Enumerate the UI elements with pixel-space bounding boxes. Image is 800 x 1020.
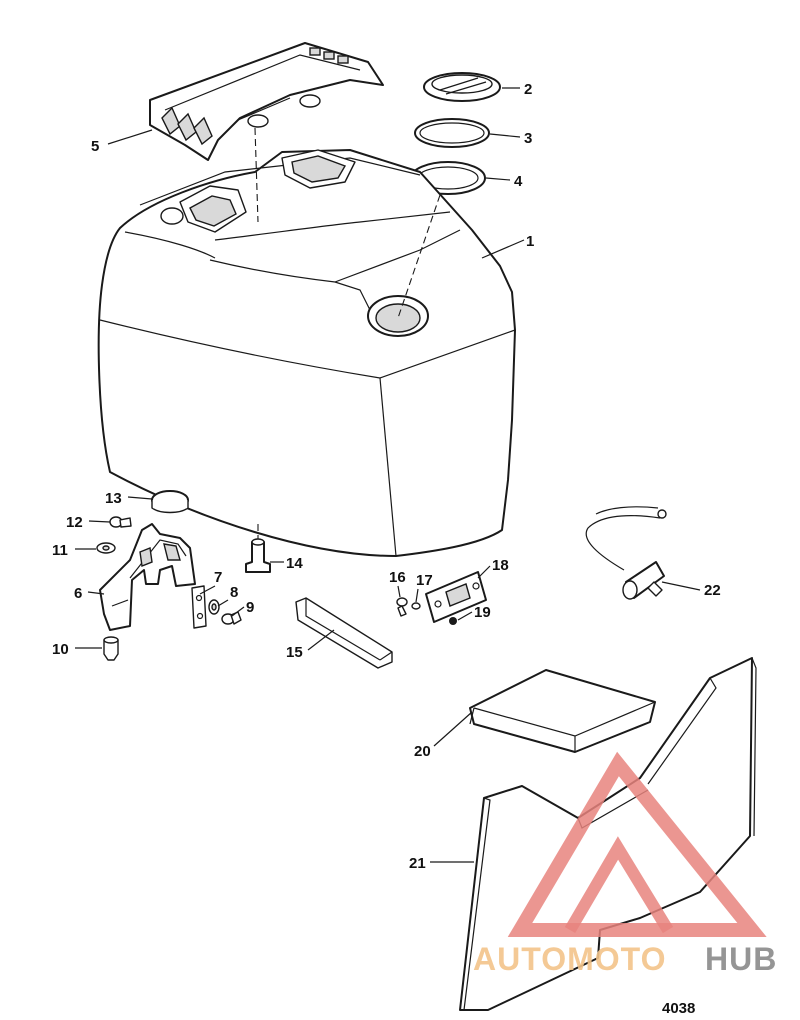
watermark-logo (507, 751, 767, 937)
figure-number: 4038 (662, 1000, 695, 1017)
callout-7: 7 (214, 569, 222, 586)
part-19-nut (449, 617, 457, 625)
vent-slot (337, 55, 349, 64)
part-11-washer (96, 542, 116, 554)
callout-5: 5 (91, 138, 99, 155)
part-7-plate (191, 585, 207, 629)
part-13-grommet (151, 490, 189, 514)
callout-22: 22 (704, 582, 721, 599)
watermark-logo (564, 836, 674, 934)
callout-12: 12 (66, 514, 83, 531)
callout-15: 15 (286, 644, 303, 661)
part-17-lock-washer (411, 602, 421, 610)
part-22-sensor-cable (585, 506, 667, 600)
callout-9: 9 (246, 599, 254, 616)
part-9-screw (221, 611, 242, 625)
callout-6: 6 (74, 585, 82, 602)
part-15-seal-strip (295, 597, 393, 669)
part-18-latch-plate (425, 571, 487, 623)
part-16-screw (396, 597, 408, 617)
part-6-latch-bracket (99, 523, 196, 631)
callout-19: 19 (474, 604, 491, 621)
watermark-text-automoto: AUTOMOTO (473, 941, 666, 977)
part-5-vent-cover (149, 42, 384, 161)
callout-11: 11 (52, 542, 68, 559)
watermark: AUTOMOTO HUB (473, 751, 777, 977)
watermark-text-hub: HUB (705, 941, 777, 977)
callout-8: 8 (230, 584, 238, 601)
callout-20: 20 (414, 743, 431, 760)
callout-14: 14 (286, 555, 303, 572)
part-12-screw (109, 516, 132, 528)
assembly-line (254, 127, 259, 223)
callout-labels: 1 2 3 4 5 6 7 8 9 10 11 12 13 14 15 16 1… (52, 81, 721, 872)
part-2-filler-cap (423, 72, 501, 102)
vent-slot (323, 51, 335, 60)
callout-13: 13 (105, 490, 122, 507)
callout-3: 3 (524, 130, 532, 147)
part-3-o-ring (414, 118, 490, 148)
part-1-top-cowl (97, 149, 516, 557)
part-20-pad (469, 669, 656, 753)
vent-slot (309, 47, 321, 56)
callout-10: 10 (52, 641, 69, 658)
callout-4: 4 (514, 173, 523, 190)
callout-21: 21 (409, 855, 426, 872)
callout-17: 17 (416, 572, 433, 589)
leader-lines (75, 87, 701, 863)
vent-louver (193, 116, 213, 146)
callout-18: 18 (492, 557, 509, 574)
callout-2: 2 (524, 81, 532, 98)
part-14-stud (245, 538, 271, 573)
part-8-washer (208, 599, 220, 615)
callout-16: 16 (389, 569, 406, 586)
callout-1: 1 (526, 233, 534, 250)
part-10-pivot-pin (103, 636, 119, 661)
